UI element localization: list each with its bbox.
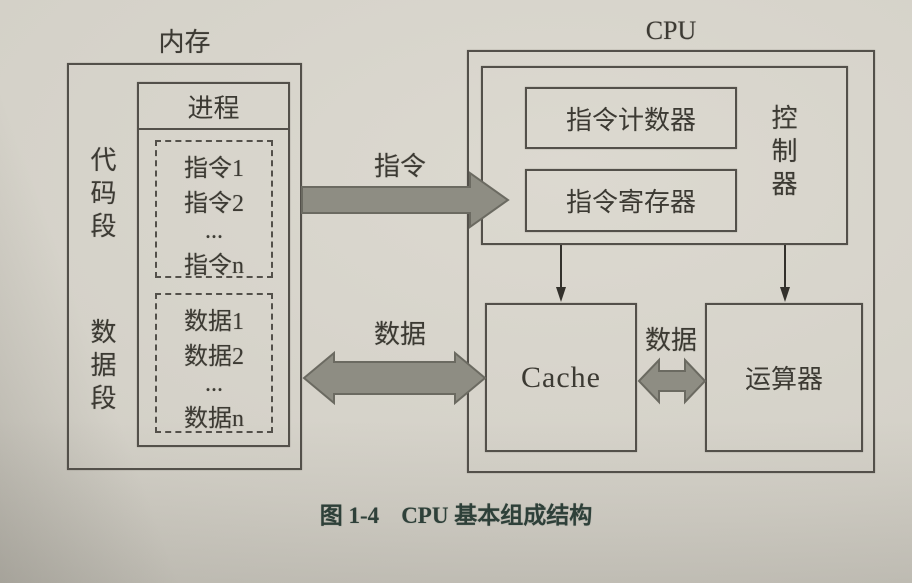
figure-title: CPU 基本组成结构 [401,503,593,528]
instruction-item: 指令1 [184,156,244,182]
data-item: 数据n [184,406,244,432]
instruction-arrow-label: 指令 [373,152,426,181]
memory-box [67,63,302,470]
data-list-box: 数据1 数据2 ... 数据n [155,293,273,433]
controller-label: 控制器 [768,104,797,203]
data-item: 数据2 [184,344,244,370]
ellipsis: ... [205,371,223,397]
cpu-title: CPU [645,16,697,45]
figure-number: 图 1-4 [319,503,380,528]
cache-box: Cache [485,303,637,452]
alu-box: 运算器 [705,303,863,452]
instruction-item: 指令2 [184,191,244,217]
controller-box [481,66,848,245]
instruction-item: 指令n [184,253,244,279]
control-arrow-to-cache [556,245,566,302]
instruction-register-box: 指令寄存器 [525,169,737,232]
code-segment-label: 代码段 [87,146,116,245]
ellipsis: ... [205,218,223,244]
cpu-box [467,50,875,473]
data-arrow-memory-cache [302,350,487,406]
data-item: 数据1 [184,309,244,335]
data-arrow-cache-alu-label: 数据 [644,326,697,355]
data-segment-label: 数据段 [87,318,116,417]
data-arrow-memory-cache-label: 数据 [373,320,426,349]
instruction-counter-box: 指令计数器 [525,87,737,149]
data-arrow-cache-alu [637,357,707,405]
control-arrow-to-alu [780,245,790,302]
process-box: 进程 [137,82,290,447]
figure-caption: 图 1-4 CPU 基本组成结构 [0,496,912,530]
instruction-arrow [301,171,510,229]
instruction-list-box: 指令1 指令2 ... 指令n [155,140,273,279]
memory-title: 内存 [158,28,211,57]
process-title: 进程 [139,84,288,130]
